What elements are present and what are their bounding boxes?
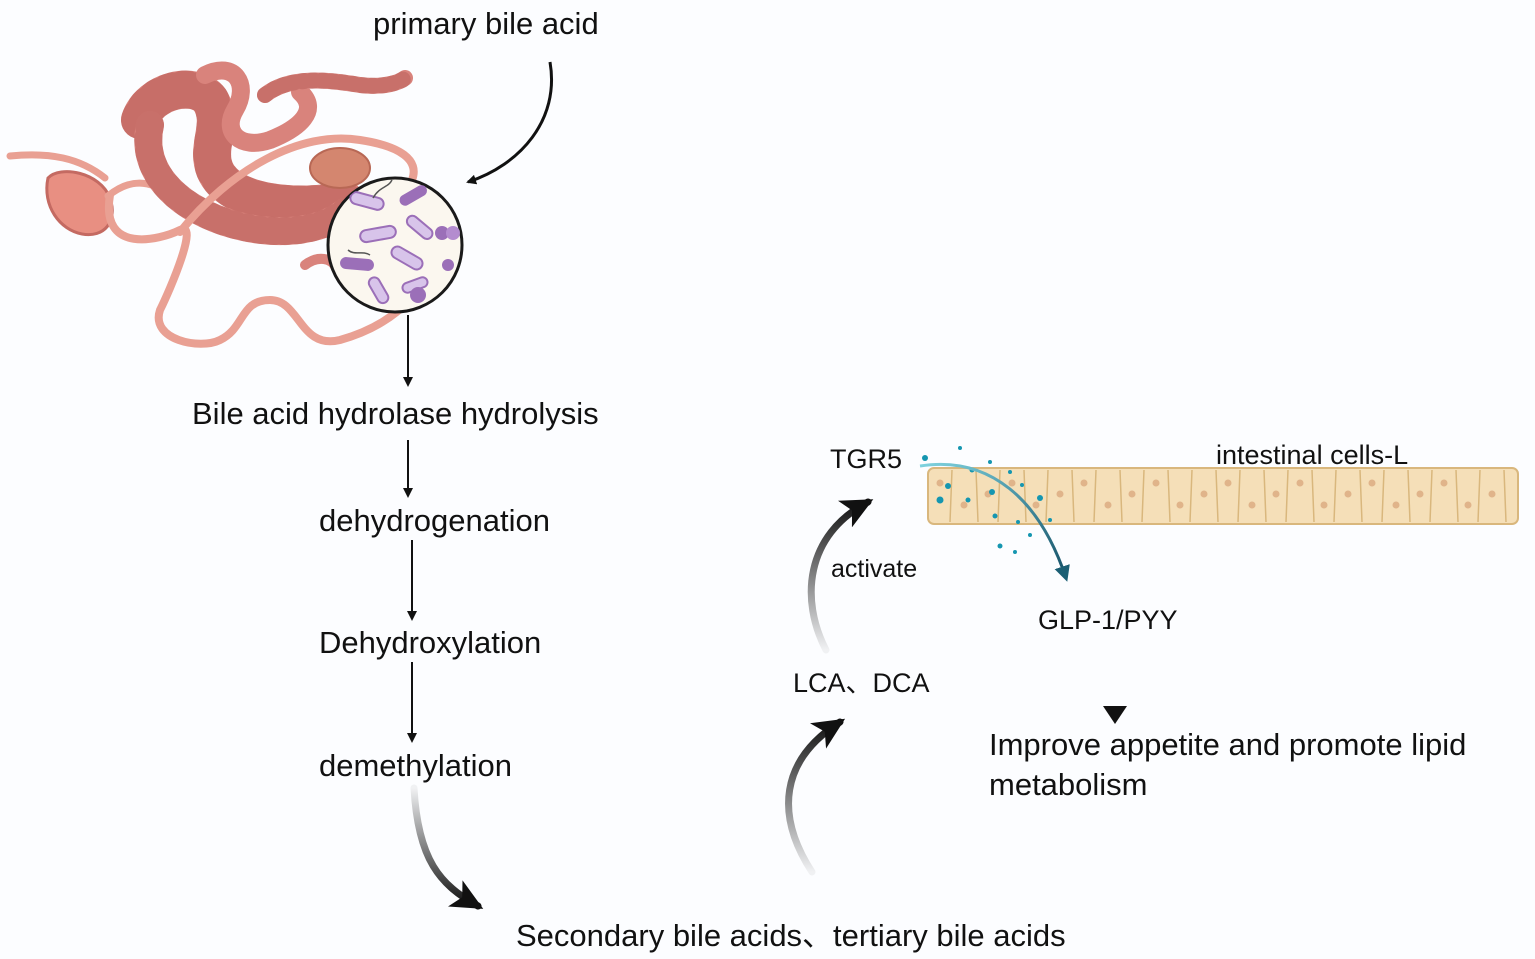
signal-dot: [958, 446, 962, 450]
label-activate: activate: [831, 555, 918, 583]
cell-nucleus: [1464, 501, 1472, 509]
cell-nucleus: [1128, 490, 1136, 498]
cell-wall: [975, 469, 979, 523]
microbiota-magnifier-icon: [326, 176, 464, 314]
signal-dot: [936, 496, 944, 504]
label-primary-bile-acid: primary bile acid: [373, 6, 599, 41]
cell-nucleus: [1104, 501, 1112, 509]
cell-nucleus: [1272, 490, 1280, 498]
cell-wall: [997, 469, 1001, 523]
signal-molecules: [922, 446, 1052, 554]
cell-wall: [1455, 469, 1459, 523]
cell-wall: [1045, 469, 1049, 523]
cell-wall: [1119, 469, 1123, 523]
cell-wall: [1333, 469, 1337, 523]
label-outcome-line2: metabolism: [989, 767, 1148, 802]
cell-nucleus: [1200, 490, 1208, 498]
cell-nucleus: [936, 479, 944, 487]
label-hydrolysis: Bile acid hydrolase hydrolysis: [192, 396, 599, 431]
signal-dot: [988, 460, 992, 464]
cell-nucleus: [1344, 490, 1352, 498]
cell-nucleus: [1248, 501, 1256, 509]
label-dehydrogenation: dehydrogenation: [319, 503, 550, 538]
signal-dot: [965, 497, 971, 503]
cell-wall: [1407, 469, 1411, 523]
cell-nucleus: [1368, 479, 1376, 487]
intestine-illustration: [6, 61, 418, 348]
signal-dot: [1048, 518, 1052, 522]
signal-dot: [1020, 483, 1024, 487]
cell-wall: [1189, 469, 1193, 523]
cell-wall: [1285, 469, 1289, 523]
arrow-to-secondary-bile-acids: [410, 784, 484, 910]
signal-dot: [989, 489, 995, 495]
cell-wall: [1141, 469, 1145, 523]
signal-dot: [922, 455, 928, 461]
cell-nucleus: [1152, 479, 1160, 487]
intestinal-l-cell-layer: [927, 467, 1519, 525]
cell-nucleus: [1056, 490, 1064, 498]
arrow-to-lca-dca: [785, 718, 846, 876]
signal-dot: [1013, 550, 1017, 554]
cell-wall: [1359, 469, 1363, 523]
cell-wall: [1071, 469, 1075, 523]
cell-nucleus: [1176, 501, 1184, 509]
label-intestinal-cells: intestinal cells-L: [1216, 440, 1409, 470]
cell-nucleus: [1440, 479, 1448, 487]
cell-nucleus: [1488, 490, 1496, 498]
label-secondary-bile-acids: Secondary bile acids、tertiary bile acids: [516, 918, 1066, 953]
signal-dot: [1016, 520, 1020, 524]
cell-nucleus: [1392, 501, 1400, 509]
cell-nucleus: [1320, 501, 1328, 509]
label-dehydroxylation: Dehydroxylation: [319, 625, 542, 660]
cell-nucleus: [1008, 479, 1016, 487]
label-outcome-line1: Improve appetite and promote lipid: [989, 727, 1467, 762]
signal-dot: [997, 543, 1003, 549]
cell-nucleus: [1080, 479, 1088, 487]
arrow-tgr5-to-glp1: [919, 463, 1070, 582]
label-glp1-pyy: GLP-1/PYY: [1038, 605, 1178, 635]
cell-nucleus: [1224, 479, 1232, 487]
cell-nucleus: [960, 501, 968, 509]
cell-wall: [1477, 469, 1481, 523]
cell-wall: [1429, 469, 1433, 523]
cell-wall: [1237, 469, 1241, 523]
arrow-primary-to-microbiota: [466, 61, 553, 185]
arrow-activate-tgr5: [807, 498, 874, 654]
label-lca-dca: LCA、DCA: [793, 668, 930, 698]
label-tgr5: TGR5: [830, 444, 903, 474]
label-demethylation: demethylation: [319, 748, 513, 783]
cell-wall: [1215, 469, 1219, 523]
signal-dot: [1037, 495, 1043, 501]
cell-nucleus: [1416, 490, 1424, 498]
signal-dot: [1008, 470, 1012, 474]
cell-wall: [1167, 469, 1171, 523]
cell-wall: [1503, 469, 1507, 523]
signal-dot: [992, 513, 998, 519]
cell-wall: [1311, 469, 1315, 523]
cell-wall: [949, 469, 953, 523]
cell-nucleus: [1296, 479, 1304, 487]
arrow-glp1-to-outcome-head: [1103, 706, 1127, 724]
cell-wall: [1023, 469, 1027, 523]
cell-wall: [1381, 469, 1385, 523]
cell-nucleus: [1032, 501, 1040, 509]
signal-dot: [1028, 533, 1032, 537]
cell-wall: [1093, 469, 1097, 523]
signal-dot: [945, 483, 951, 489]
cell-wall: [1263, 469, 1267, 523]
